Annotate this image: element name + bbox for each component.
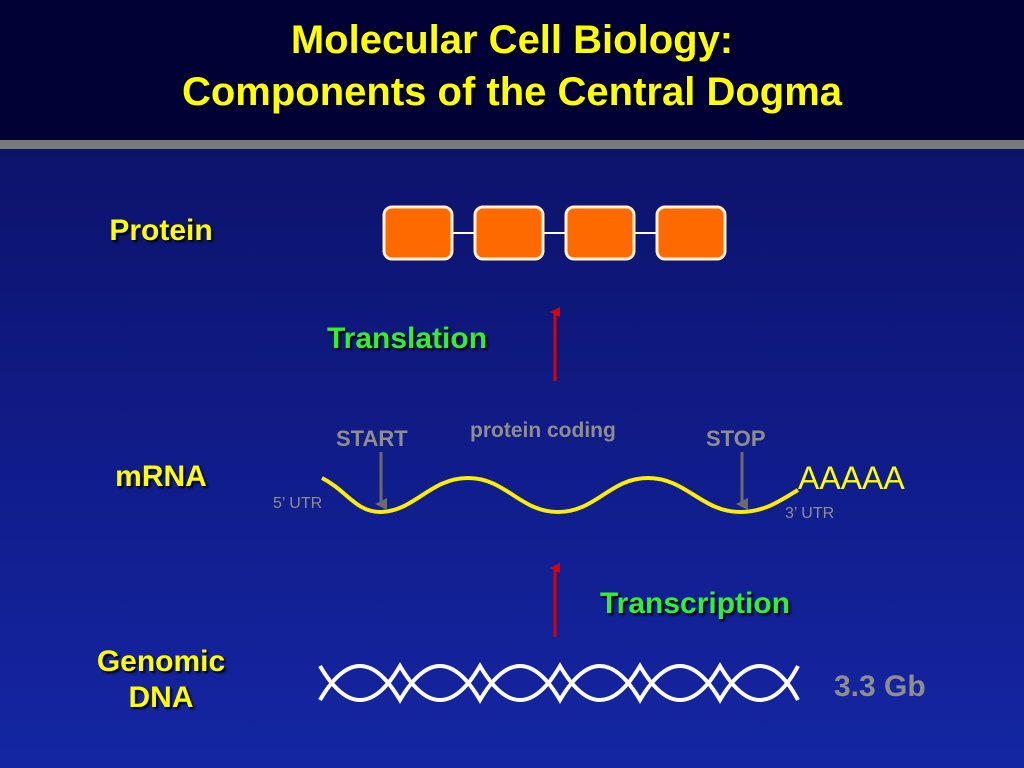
translation-label: Translation xyxy=(327,322,488,355)
protein-coding-label: protein coding xyxy=(470,419,616,442)
mrna-strand xyxy=(321,475,800,515)
amino-acid-box xyxy=(564,205,636,261)
start-codon-label: START xyxy=(336,426,408,451)
slide-title: Molecular Cell Biology: Components of th… xyxy=(0,14,1024,118)
title-divider xyxy=(0,140,1024,149)
genome-size-label: 3.3 Gb xyxy=(834,670,926,703)
stop-codon-label: STOP xyxy=(706,426,766,451)
amino-acid-box xyxy=(473,205,545,261)
title-line-1: Molecular Cell Biology: xyxy=(290,18,734,62)
title-bar xyxy=(0,0,1024,140)
genomic-dna-label-line-1: Genomic xyxy=(96,645,226,678)
title-line-2: Components of the Central Dogma xyxy=(181,70,843,114)
polya-tail-label: AAAAA xyxy=(798,460,905,496)
utr3-label: 3’ UTR xyxy=(785,505,835,522)
protein-label: Protein xyxy=(109,214,213,247)
amino-acid-box xyxy=(382,205,454,261)
genomic-dna-label-line-2: DNA xyxy=(128,681,194,714)
dna-strand xyxy=(318,662,800,703)
dna-double-helix xyxy=(318,662,800,704)
mrna-label: mRNA xyxy=(115,460,207,493)
transcription-label: Transcription xyxy=(600,587,791,620)
dna-strand xyxy=(318,663,800,704)
utr5-label: 5’ UTR xyxy=(273,495,323,512)
protein-chain xyxy=(382,205,727,261)
genomic-dna-label: Genomic DNA xyxy=(80,644,242,716)
amino-acid-box xyxy=(655,205,727,261)
